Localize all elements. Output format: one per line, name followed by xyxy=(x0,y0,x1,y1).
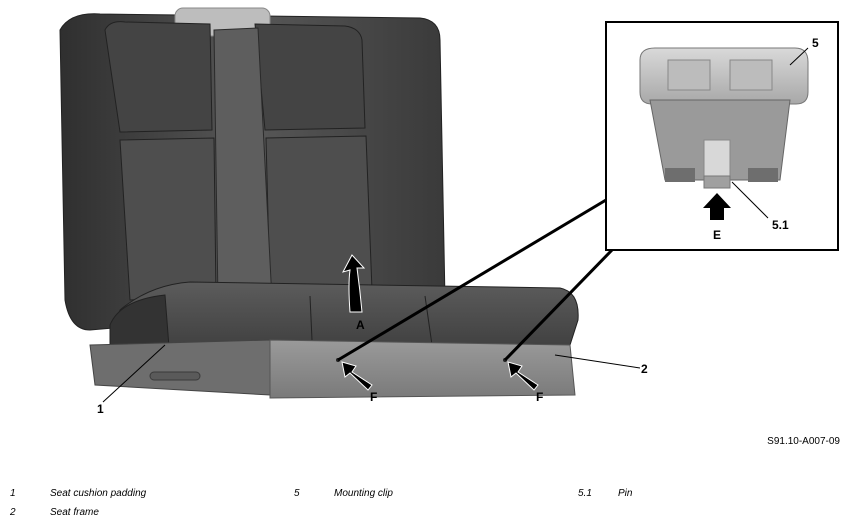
callout-5: 5 xyxy=(812,36,819,50)
pin xyxy=(703,139,731,189)
seat-illustration xyxy=(59,7,839,403)
seat-frame xyxy=(89,339,576,399)
legend-num: 2 xyxy=(10,507,16,518)
label-arrow-f1: F xyxy=(370,390,378,404)
legend-text: Pin xyxy=(618,488,633,499)
legend-num: 1 xyxy=(10,488,16,499)
legend-text: Seat cushion padding xyxy=(50,488,147,499)
arrow-f1-icon xyxy=(341,361,373,391)
zoom-line-right xyxy=(503,248,614,362)
mounting-clip xyxy=(639,47,809,182)
callout-1: 1 xyxy=(97,402,104,416)
legend-text: Mounting clip xyxy=(334,488,393,499)
label-arrow-a: A xyxy=(356,318,365,332)
label-arrow-f2: F xyxy=(536,390,544,404)
zoom-line-left xyxy=(337,198,607,362)
arrow-f2-icon xyxy=(507,361,539,391)
callout-2: 2 xyxy=(641,362,648,376)
legend: 1 Seat cushion padding 2 Seat frame 5 Mo… xyxy=(0,486,848,526)
figure-id: S91.10-A007-09 xyxy=(767,436,840,447)
callout-5-1: 5.1 xyxy=(772,218,789,232)
legend-num: 5 xyxy=(294,488,300,499)
detail-box xyxy=(605,21,839,251)
arrow-e-icon xyxy=(703,193,731,220)
arrow-a-icon xyxy=(342,254,366,313)
legend-text: Seat frame xyxy=(50,507,99,518)
legend-num: 5.1 xyxy=(578,488,592,499)
seat-backrest xyxy=(59,7,446,331)
label-arrow-e: E xyxy=(713,228,722,242)
